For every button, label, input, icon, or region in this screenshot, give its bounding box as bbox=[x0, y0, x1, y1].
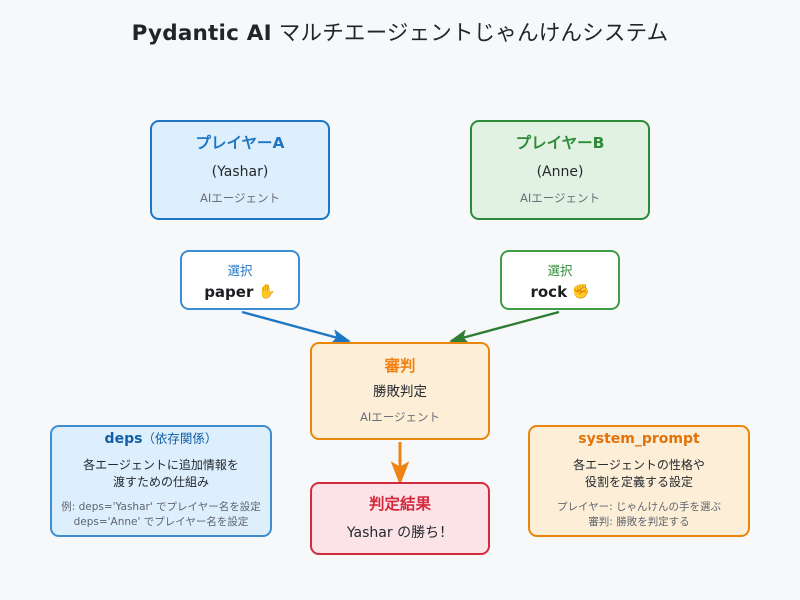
raised-fist-icon: ✊ bbox=[572, 283, 590, 300]
info-deps-body: 各エージェントに追加情報を 渡すための仕組み bbox=[83, 457, 239, 492]
connector-choice-a-to-judge bbox=[241, 310, 351, 344]
info-deps-note: 例: deps='Yashar' でプレイヤー名を設定 deps='Anne' … bbox=[61, 500, 261, 532]
node-player-a-title: プレイヤーA bbox=[195, 134, 285, 153]
info-system-prompt-body-line-1: 各エージェントの性格や bbox=[573, 457, 705, 472]
node-judge-subtitle: 勝敗判定 bbox=[373, 383, 427, 400]
choice-b-label: 選択 bbox=[547, 262, 573, 278]
choice-a-value: paper bbox=[204, 282, 254, 301]
page-title-rest: マルチエージェントじゃんけんシステム bbox=[271, 21, 669, 46]
node-player-a[interactable]: プレイヤーA (Yashar) AIエージェント bbox=[150, 120, 330, 220]
node-player-b-role: AIエージェント bbox=[519, 190, 601, 205]
info-deps-title: deps（依存関係） bbox=[105, 431, 218, 448]
choice-b-value-row: rock ✊ bbox=[530, 283, 589, 301]
page-title-brand: Pydantic AI bbox=[131, 21, 272, 46]
info-deps-note-line-2: deps='Anne' でプレイヤー名を設定 bbox=[73, 516, 249, 529]
node-player-b[interactable]: プレイヤーB (Anne) AIエージェント bbox=[470, 120, 650, 220]
info-deps-title-sub: （依存関係） bbox=[142, 430, 218, 446]
info-system-prompt-title: system_prompt bbox=[578, 431, 699, 448]
info-system-prompt-title-main: system_prompt bbox=[578, 430, 700, 447]
node-result-text: Yashar の勝ち！ bbox=[346, 524, 454, 541]
node-result-title: 判定結果 bbox=[368, 495, 431, 514]
choice-a-label: 選択 bbox=[227, 262, 253, 278]
info-box-system-prompt: system_prompt 各エージェントの性格や 役割を定義する設定 プレイヤ… bbox=[528, 425, 750, 537]
info-box-deps: deps（依存関係） 各エージェントに追加情報を 渡すための仕組み 例: dep… bbox=[50, 425, 272, 537]
info-system-prompt-body-line-2: 役割を定義する設定 bbox=[584, 475, 693, 490]
raised-hand-icon: ✋ bbox=[258, 283, 276, 300]
page-title: Pydantic AI マルチエージェントじゃんけんシステム bbox=[0, 16, 800, 47]
node-player-a-name: (Yashar) bbox=[211, 163, 269, 180]
info-system-prompt-note: プレイヤー: じゃんけんの手を選ぶ 審判: 勝敗を判定する bbox=[557, 500, 721, 532]
node-judge-role: AIエージェント bbox=[359, 410, 441, 425]
info-deps-title-main: deps bbox=[104, 430, 143, 447]
info-system-prompt-note-line-1: プレイヤー: じゃんけんの手を選ぶ bbox=[556, 500, 722, 513]
node-player-b-name: (Anne) bbox=[536, 163, 584, 180]
choice-b-value: rock bbox=[530, 282, 568, 301]
connector-choice-b-to-judge bbox=[449, 310, 560, 344]
info-system-prompt-note-line-2: 審判: 勝敗を判定する bbox=[588, 516, 690, 529]
node-player-b-title: プレイヤーB bbox=[515, 134, 605, 153]
node-judge[interactable]: 審判 勝敗判定 AIエージェント bbox=[310, 342, 490, 440]
node-judge-title: 審判 bbox=[384, 356, 416, 375]
node-result[interactable]: 判定結果 Yashar の勝ち！ bbox=[310, 482, 490, 555]
info-system-prompt-body: 各エージェントの性格や 役割を定義する設定 bbox=[573, 457, 705, 492]
choice-a-value-row: paper ✋ bbox=[204, 283, 276, 301]
node-player-a-role: AIエージェント bbox=[199, 190, 281, 205]
info-deps-body-line-2: 渡すための仕組み bbox=[112, 475, 209, 490]
node-choice-player-b[interactable]: 選択 rock ✊ bbox=[500, 250, 620, 310]
info-deps-note-line-1: 例: deps='Yashar' でプレイヤー名を設定 bbox=[61, 500, 261, 513]
info-deps-body-line-1: 各エージェントに追加情報を bbox=[83, 457, 239, 472]
node-choice-player-a[interactable]: 選択 paper ✋ bbox=[180, 250, 300, 310]
